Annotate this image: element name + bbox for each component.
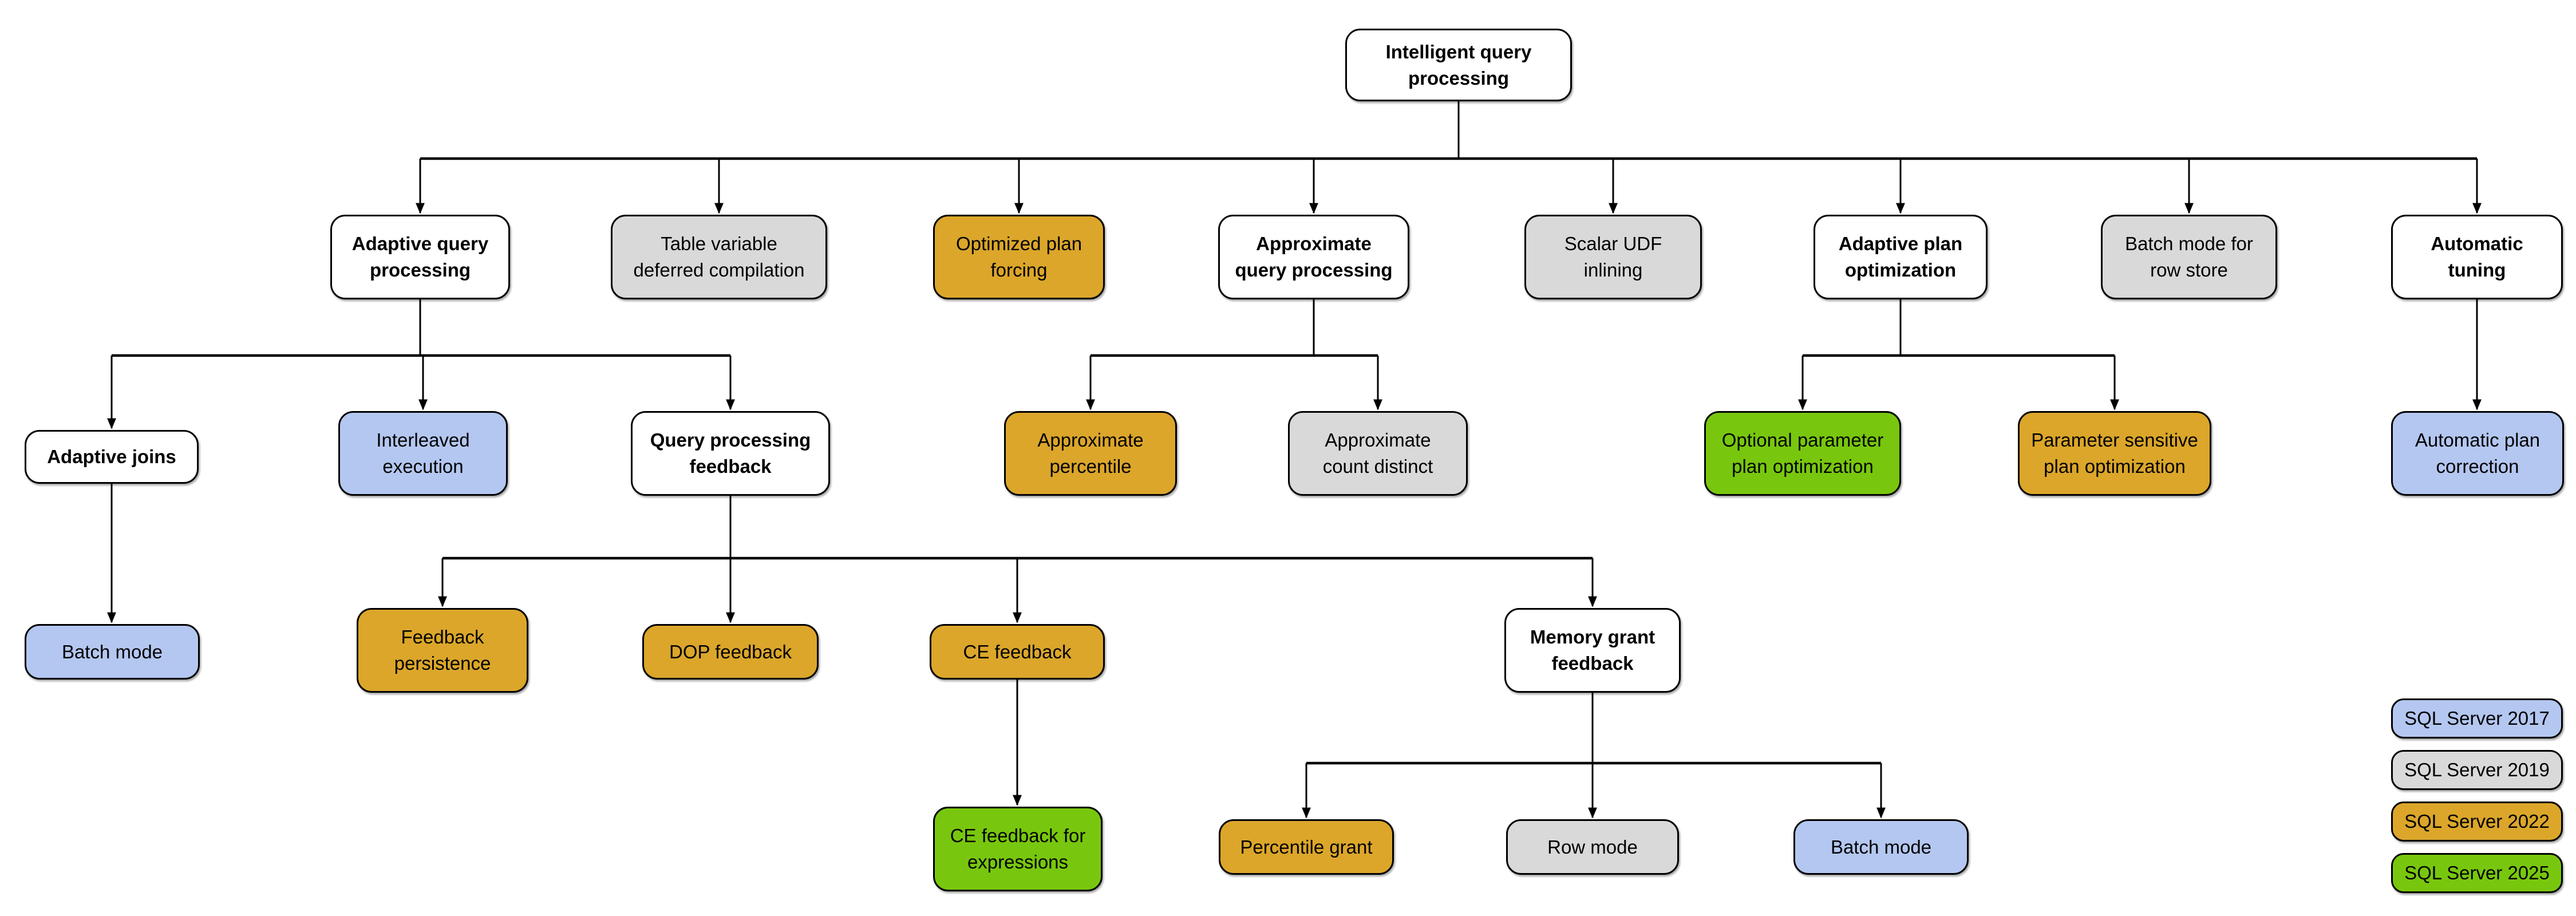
node-label: Automatic plan correction [2415, 429, 2541, 477]
node-label: Batch mode for row store [2125, 233, 2253, 281]
node-label: Percentile grant [1240, 836, 1373, 858]
node-dop-feedback: DOP feedback [642, 624, 819, 680]
node-adaptive-joins: Adaptive joins [25, 430, 199, 484]
node-memory-grant-feedback: Memory grant feedback [1504, 608, 1681, 693]
node-feedback-persistence: Feedback persistence [357, 608, 528, 693]
node-adaptive-plan-optimization: Adaptive plan optimization [1814, 215, 1988, 299]
node-query-processing-feedback: Query processing feedback [631, 411, 830, 496]
node-row-mode: Row mode [1506, 819, 1679, 875]
node-adaptive-query-processing: Adaptive query processing [330, 215, 510, 299]
node-table-variable-deferred-compilation: Table variable deferred compilation [611, 215, 827, 299]
node-label: Parameter sensitive plan optimization [2031, 429, 2198, 477]
node-label: Optional parameter plan optimization [1721, 429, 1884, 477]
node-optional-parameter-plan-optimization: Optional parameter plan optimization [1704, 411, 1901, 496]
node-approximate-count-distinct: Approximate count distinct [1288, 411, 1468, 496]
node-automatic-plan-correction: Automatic plan correction [2391, 411, 2564, 496]
node-label: Adaptive query processing [351, 233, 489, 281]
legend-item-sql-server-2017: SQL Server 2017 [2391, 698, 2563, 739]
node-label: Automatic tuning [2431, 233, 2523, 281]
node-label: Scalar UDF inlining [1564, 233, 1662, 281]
legend-item-sql-server-2022: SQL Server 2022 [2391, 802, 2563, 842]
legend-label: SQL Server 2019 [2404, 759, 2550, 780]
legend-label: SQL Server 2025 [2404, 862, 2550, 883]
node-label: Feedback persistence [394, 626, 491, 674]
node-label: Approximate query processing [1235, 233, 1393, 281]
node-label: Optimized plan forcing [955, 233, 1082, 281]
node-label: Approximate count distinct [1322, 429, 1433, 477]
legend-label: SQL Server 2022 [2404, 811, 2550, 832]
node-label: Batch mode [1830, 836, 1932, 858]
node-scalar-udf-inlining: Scalar UDF inlining [1524, 215, 1702, 299]
node-ce-feedback-for-expressions: CE feedback for expressions [933, 807, 1103, 891]
node-percentile-grant: Percentile grant [1219, 819, 1394, 875]
node-intelligent-query-processing: Intelligent query processing [1345, 29, 1572, 101]
node-label: Query processing feedback [650, 429, 811, 477]
node-label: Adaptive plan optimization [1838, 233, 1963, 281]
node-ce-feedback: CE feedback [930, 624, 1105, 680]
node-batch-mode-memory-grant: Batch mode [1793, 819, 1969, 875]
node-batch-mode-for-row-store: Batch mode for row store [2101, 215, 2277, 299]
node-label: Table variable deferred compilation [633, 233, 805, 281]
node-label: Intelligent query processing [1385, 41, 1532, 89]
node-label: Memory grant feedback [1530, 626, 1656, 674]
legend-label: SQL Server 2017 [2404, 708, 2550, 729]
node-approximate-query-processing: Approximate query processing [1218, 215, 1409, 299]
node-parameter-sensitive-plan-optimization: Parameter sensitive plan optimization [2018, 411, 2211, 496]
legend-item-sql-server-2019: SQL Server 2019 [2391, 750, 2563, 790]
node-interleaved-execution: Interleaved execution [338, 411, 508, 496]
legend-item-sql-server-2025: SQL Server 2025 [2391, 853, 2563, 893]
node-label: CE feedback for expressions [950, 825, 1086, 872]
node-label: Approximate percentile [1037, 429, 1144, 477]
node-label: Interleaved execution [376, 429, 470, 477]
node-batch-mode-adaptive-joins: Batch mode [25, 624, 200, 680]
node-label: Adaptive joins [47, 446, 176, 468]
node-automatic-tuning: Automatic tuning [2391, 215, 2563, 299]
node-label: Row mode [1547, 836, 1638, 858]
node-optimized-plan-forcing: Optimized plan forcing [933, 215, 1105, 299]
node-label: DOP feedback [669, 641, 792, 662]
node-label: CE feedback [963, 641, 1072, 662]
node-approximate-percentile: Approximate percentile [1004, 411, 1177, 496]
node-label: Batch mode [61, 641, 163, 662]
